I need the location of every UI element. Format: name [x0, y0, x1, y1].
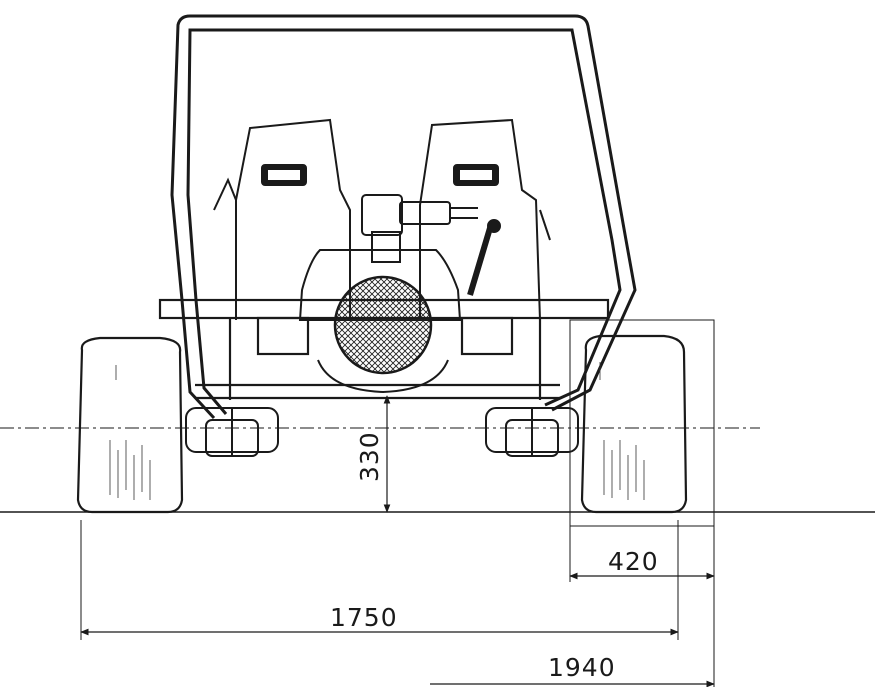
chassis-frame	[158, 298, 610, 400]
dimension-ground-clearance: 330	[355, 395, 391, 513]
track-width-label: 1750	[330, 603, 398, 632]
engine-fan-grille	[333, 275, 433, 375]
engine	[298, 194, 501, 394]
overall-width-label: 1940	[548, 653, 616, 682]
right-wheel-envelope	[569, 319, 715, 527]
right-hub	[485, 407, 579, 457]
left-hub	[185, 407, 279, 457]
dimension-track-width: 1750	[80, 603, 679, 636]
left-seat	[213, 118, 351, 320]
left-wheel	[76, 336, 184, 514]
dimension-overall-width: 1940	[430, 653, 715, 687]
dimension-tire-width: 420	[569, 547, 715, 580]
tire-width-label: 420	[608, 547, 659, 576]
right-wheel	[580, 334, 688, 514]
roll-bar	[170, 14, 637, 420]
ground-clearance-label: 330	[355, 431, 384, 482]
right-seat	[419, 118, 551, 321]
